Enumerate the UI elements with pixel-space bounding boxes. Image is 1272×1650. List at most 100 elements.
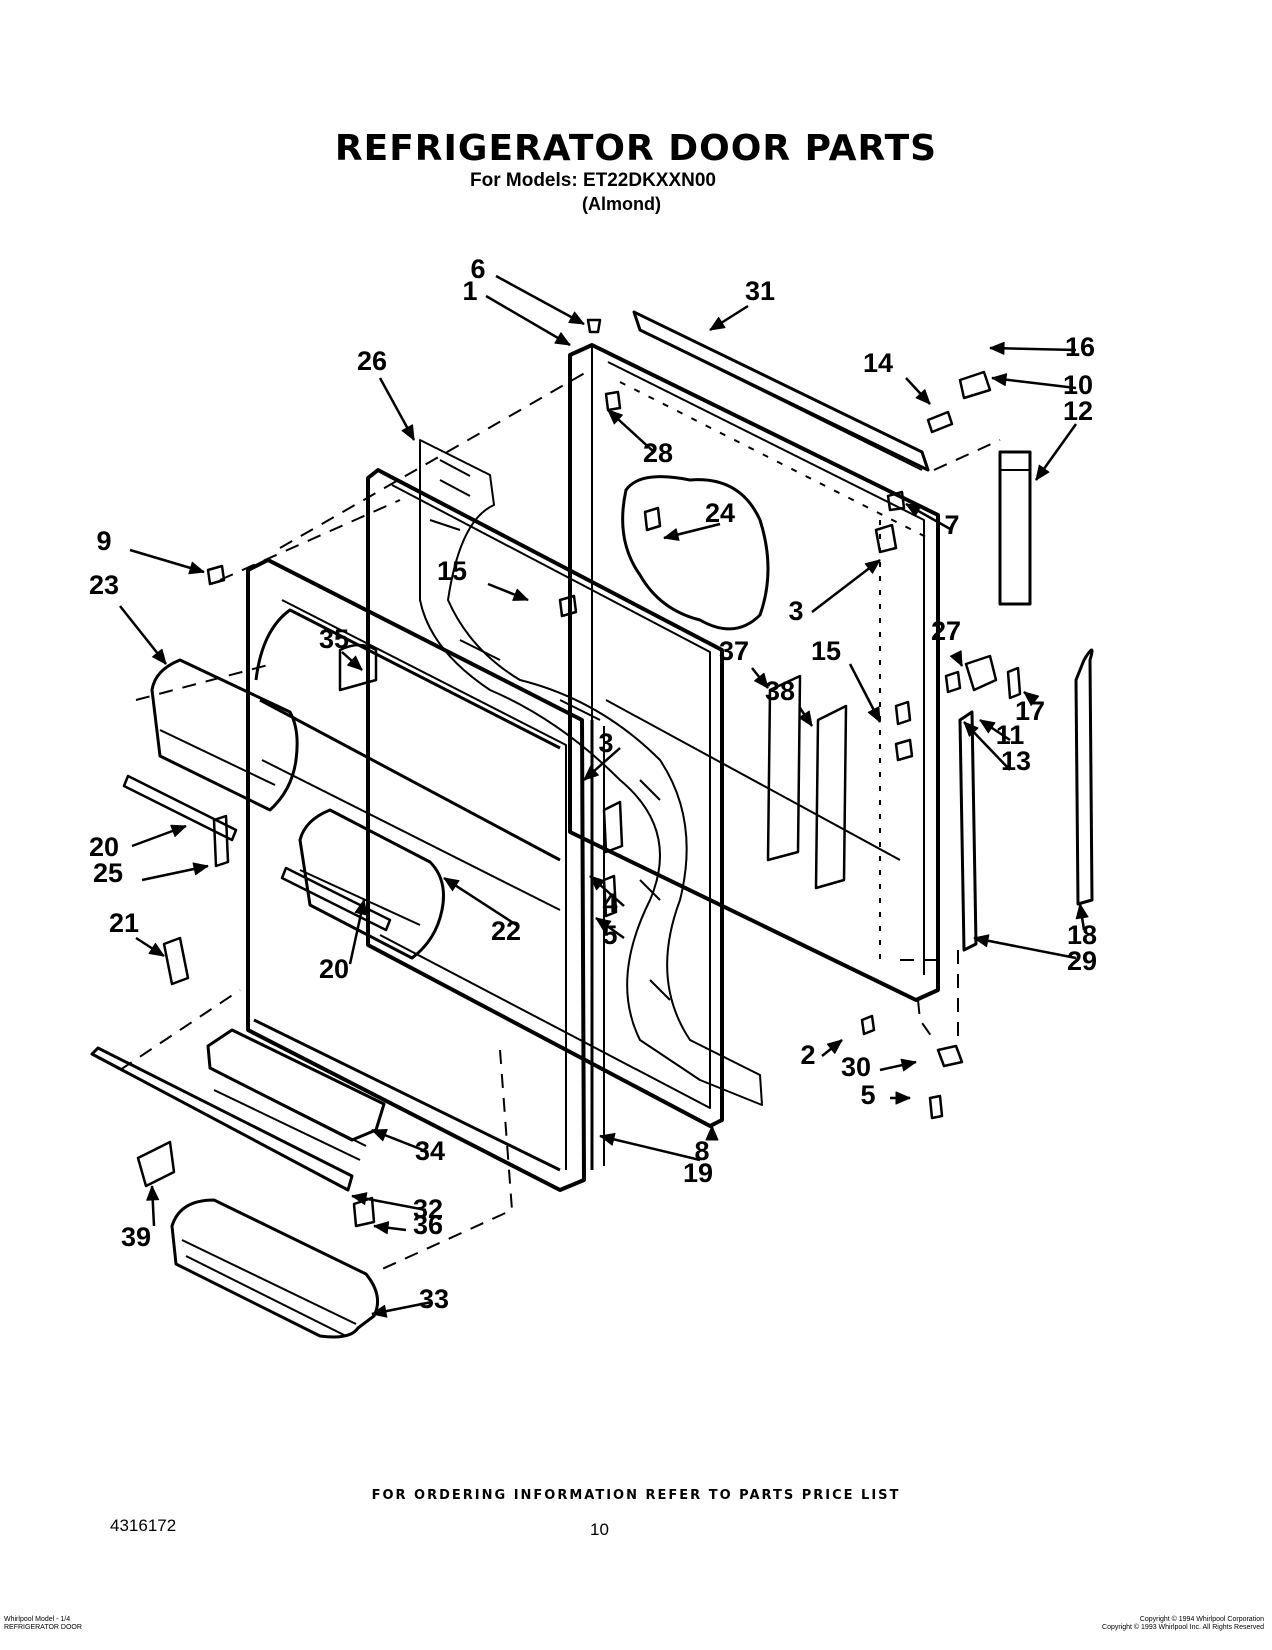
callout-number: 37 — [719, 636, 749, 666]
arrowhead — [915, 389, 931, 405]
arrowhead — [401, 424, 415, 441]
callout-38: 38 — [765, 676, 814, 727]
callout-36: 36 — [373, 1210, 443, 1240]
arrowhead — [371, 1304, 388, 1318]
arrowhead — [991, 373, 1008, 387]
callout-number: 30 — [841, 1052, 871, 1082]
callout-15: 15 — [437, 556, 529, 602]
arrowhead — [864, 559, 881, 574]
retainer-bars — [122, 774, 392, 932]
callout-number: 25 — [93, 858, 123, 888]
callout-number: 4 — [602, 888, 617, 918]
callout-number: 20 — [89, 832, 119, 862]
callout-number: 31 — [745, 276, 775, 306]
callout-5: 5 — [595, 916, 625, 950]
callout-number: 6 — [470, 254, 485, 284]
arrowhead — [351, 1192, 368, 1205]
arrowhead — [979, 719, 996, 734]
arrowhead — [599, 1132, 616, 1146]
callout-number: 7 — [944, 510, 959, 540]
assembly-lines — [119, 369, 1001, 1271]
arrowhead — [554, 332, 571, 346]
inner-door-liner — [246, 558, 605, 1192]
arrowhead — [900, 1058, 917, 1072]
side-trim-strips — [958, 648, 1094, 952]
arrowhead — [192, 862, 209, 876]
arrowhead — [826, 1039, 843, 1054]
insulation-patch — [621, 475, 770, 631]
callout-30: 30 — [841, 1052, 917, 1082]
callout-22: 22 — [443, 876, 521, 946]
color-variant: (Almond) — [582, 194, 661, 214]
callout-number: 14 — [863, 348, 893, 378]
arrowhead — [867, 706, 881, 723]
callout-37: 37 — [719, 636, 769, 689]
leader-line — [599, 1134, 701, 1162]
arrowhead — [663, 528, 680, 541]
callout-number: 9 — [96, 526, 111, 556]
callout-number: 18 — [1067, 920, 1097, 950]
callout-24: 24 — [663, 498, 735, 541]
callout-number: 28 — [643, 438, 673, 468]
leader-line — [973, 936, 1077, 960]
bottom-trim — [90, 1046, 354, 1192]
arrowhead — [989, 341, 1005, 355]
arrowhead — [373, 1221, 390, 1235]
callout-33: 33 — [371, 1284, 449, 1318]
callout-29: 29 — [973, 934, 1097, 976]
arrowhead — [568, 311, 585, 325]
model-line: For Models: ET22DKXXN00 — [470, 170, 716, 191]
callout-3: 3 — [583, 728, 621, 781]
callout-number: 20 — [319, 954, 349, 984]
small-parts — [136, 318, 1022, 1228]
callout-number: 21 — [109, 908, 139, 938]
callout-35: 35 — [319, 624, 363, 671]
callout-9: 9 — [96, 526, 205, 575]
callout-number: 23 — [89, 570, 119, 600]
arrowhead — [754, 672, 769, 689]
document-number: 4316172 — [110, 1516, 177, 1535]
door-bins — [170, 1028, 386, 1339]
upper-shelf — [150, 658, 299, 812]
callout-number: 38 — [765, 676, 795, 706]
callout-number: 1 — [462, 276, 477, 306]
leader-line — [443, 876, 519, 928]
callout-3: 3 — [788, 559, 881, 626]
callout-number: 11 — [996, 720, 1025, 750]
callout-2: 2 — [800, 1039, 843, 1070]
arrowhead — [371, 1129, 388, 1142]
arrowhead — [583, 765, 599, 781]
arrowhead — [905, 503, 922, 517]
callout-number: 22 — [491, 916, 521, 946]
callout-20: 20 — [319, 899, 368, 984]
callout-number: 33 — [419, 1284, 449, 1314]
arrowhead — [589, 875, 605, 891]
arrowhead — [705, 1125, 719, 1141]
arrowhead — [188, 561, 205, 575]
callout-number: 36 — [413, 1210, 443, 1240]
footer-copyright: Copyright © 1994 Whirlpool Corporation C… — [1102, 1616, 1264, 1631]
arrowhead — [973, 934, 990, 948]
callout-number: 3 — [788, 596, 803, 626]
arrowhead — [512, 588, 529, 601]
callout-12: 12 — [1034, 396, 1093, 481]
callout-number: 2 — [800, 1040, 815, 1070]
callout-number: 12 — [1063, 396, 1093, 426]
callout-23: 23 — [89, 570, 167, 665]
arrowhead — [798, 710, 813, 727]
page-number: 10 — [590, 1520, 609, 1539]
door-handle — [998, 450, 1032, 606]
callout-25: 25 — [93, 858, 209, 888]
callout-number: 16 — [1065, 332, 1095, 362]
callout-number: 39 — [121, 1222, 151, 1252]
callout-number: 24 — [705, 498, 735, 528]
callout-11: 11 — [979, 718, 1025, 750]
arrowhead — [1075, 903, 1089, 920]
door-gasket — [366, 468, 724, 1128]
arrowhead — [152, 648, 167, 665]
arrowhead — [607, 409, 623, 425]
arrowhead — [963, 721, 979, 737]
callout-5: 5 — [860, 1080, 911, 1110]
